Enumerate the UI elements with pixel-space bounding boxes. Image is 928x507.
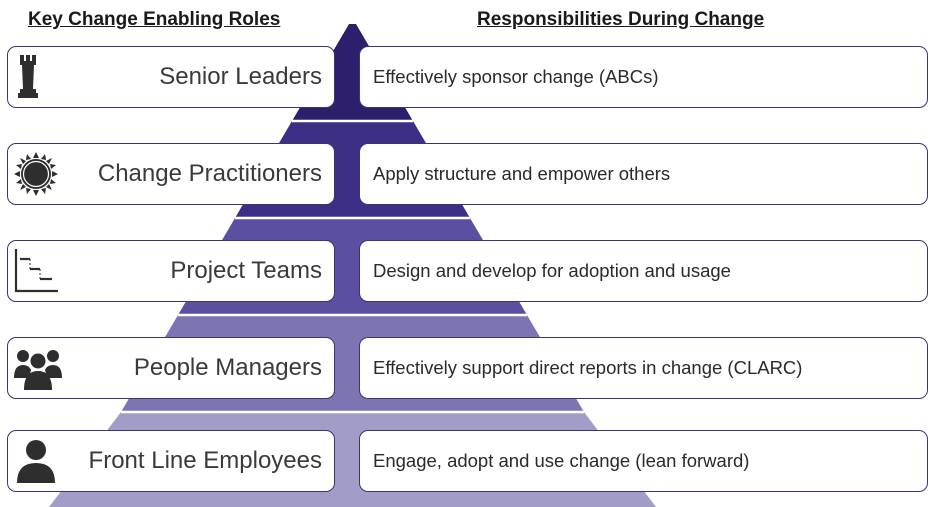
responsibilities-column-heading: Responsibilities During Change [477,9,765,30]
role-label: Project Teams [170,257,322,284]
role-label: Change Practitioners [97,160,322,187]
roles-column-heading: Key Change Enabling Roles [28,9,281,30]
role-box-project-teams: Project Teams [7,240,335,302]
gantt-steps-icon [12,247,62,295]
role-label: Front Line Employees [88,447,322,474]
responsibility-box-change-practitioners: Apply structure and empower others [359,143,928,205]
responsibility-text: Apply structure and empower others [373,163,671,184]
responsibility-text: Engage, adopt and use change (lean forwa… [373,450,750,471]
role-box-change-practitioners: Change Practitioners [7,143,335,205]
responsibility-text: Effectively sponsor change (ABCs) [373,66,659,87]
chess-rook-icon [12,53,62,101]
responsibility-text: Effectively support direct reports in ch… [373,357,803,378]
responsibility-box-project-teams: Design and develop for adoption and usag… [359,240,928,302]
responsibility-box-front-line-employees: Engage, adopt and use change (lean forwa… [359,430,928,492]
role-box-senior-leaders: Senior Leaders [7,46,335,108]
role-box-front-line-employees: Front Line Employees [7,430,335,492]
person-icon [12,437,62,485]
role-label: People Managers [133,354,322,381]
role-box-people-managers: People Managers [7,337,335,399]
responsibility-text: Design and develop for adoption and usag… [373,260,731,281]
responsibility-box-senior-leaders: Effectively sponsor change (ABCs) [359,46,928,108]
gear-sun-icon [12,150,62,198]
team-group-icon [12,344,62,392]
role-label: Senior Leaders [159,63,322,90]
responsibility-box-people-managers: Effectively support direct reports in ch… [359,337,928,399]
